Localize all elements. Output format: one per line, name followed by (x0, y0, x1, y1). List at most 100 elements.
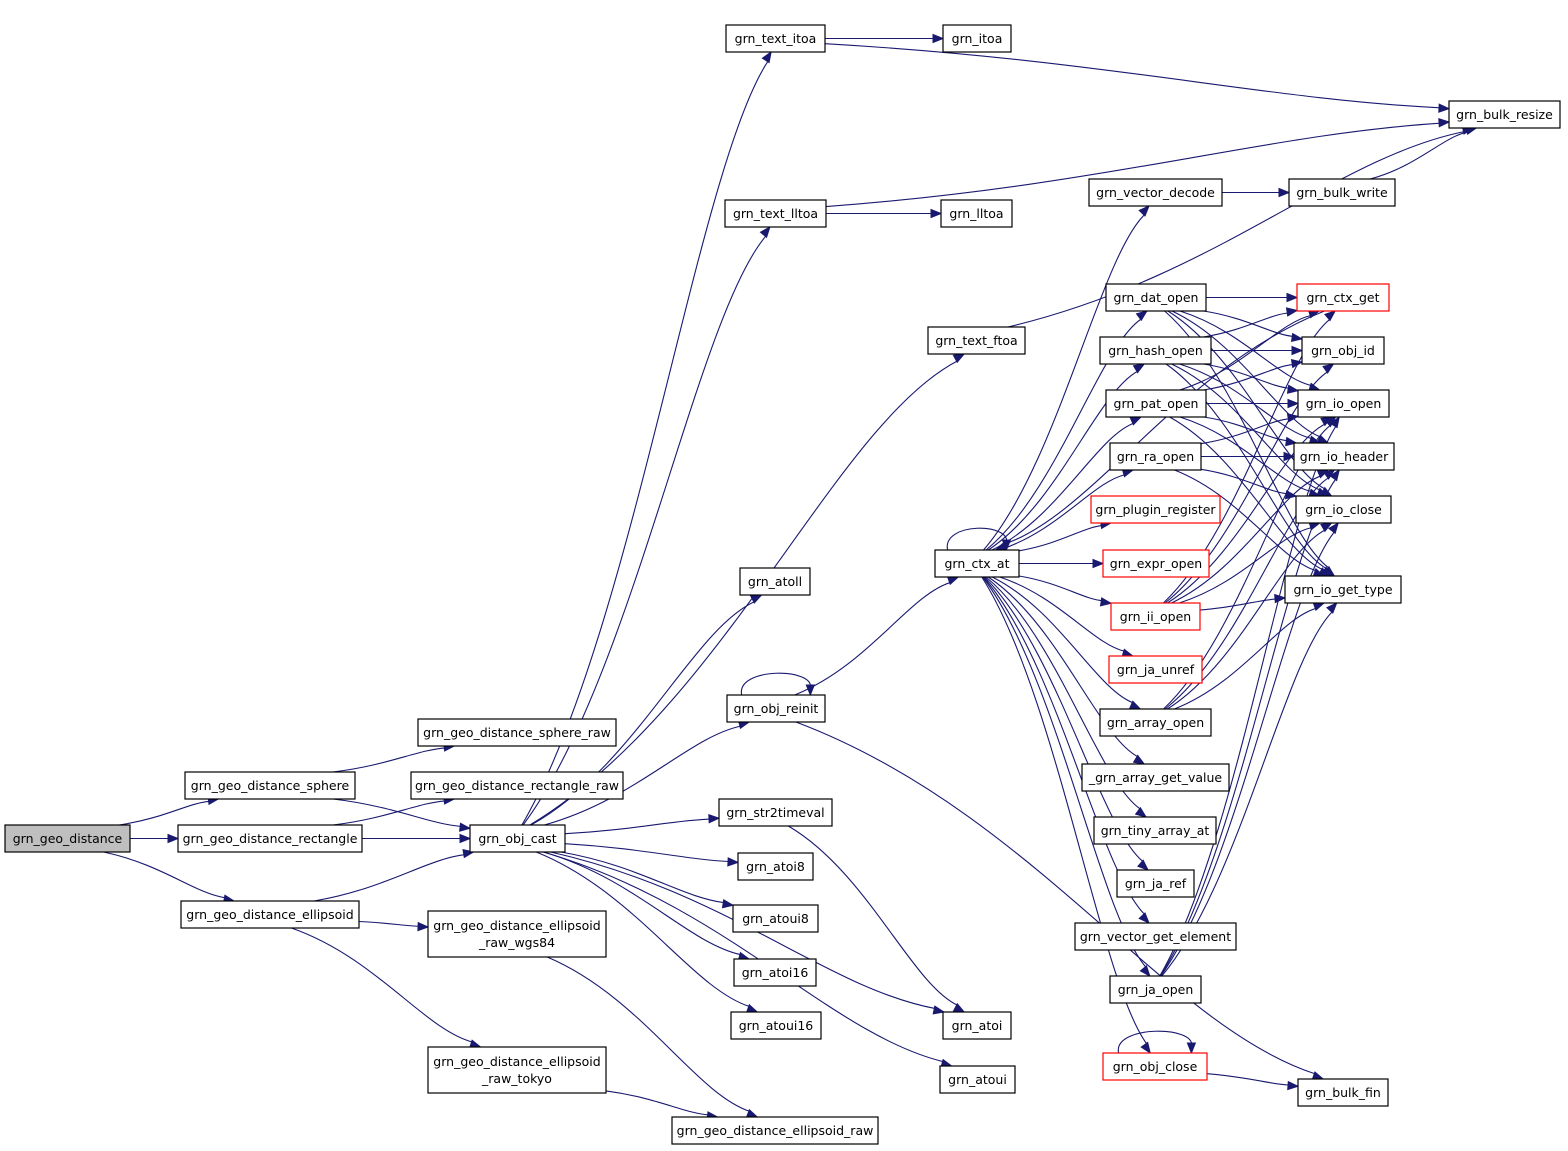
node-grn_obj_id[interactable]: grn_obj_id (1301, 336, 1385, 365)
node-box[interactable] (1108, 655, 1203, 684)
node-grn_geo_distance_sphere_raw[interactable]: grn_geo_distance_sphere_raw (417, 718, 617, 747)
node-box[interactable] (184, 771, 356, 800)
node-box[interactable] (1301, 336, 1385, 365)
node-grn_io_header[interactable]: grn_io_header (1293, 442, 1395, 471)
node-grn_ii_open[interactable]: grn_ii_open (1110, 602, 1201, 631)
node-grn_geo_distance[interactable]: grn_geo_distance (4, 824, 131, 853)
node-grn_geo_distance_ellipsoid_raw_tokyo[interactable]: grn_geo_distance_ellipsoid_raw_tokyo (427, 1046, 607, 1094)
node-box[interactable] (939, 1065, 1016, 1094)
node-grn_array_open[interactable]: grn_array_open (1099, 708, 1212, 737)
node-grn_bulk_write[interactable]: grn_bulk_write (1288, 178, 1396, 207)
node-grn_ctx_at[interactable]: grn_ctx_at (934, 549, 1020, 578)
node-box[interactable] (718, 798, 833, 827)
node-box[interactable] (1110, 602, 1201, 631)
node-grn_atoi16[interactable]: grn_atoi16 (733, 958, 817, 987)
node-box[interactable] (942, 24, 1012, 53)
node-grn_geo_distance_ellipsoid[interactable]: grn_geo_distance_ellipsoid (180, 900, 360, 929)
node-grn_pat_open[interactable]: grn_pat_open (1105, 389, 1207, 418)
node-grn_text_ftoa[interactable]: grn_text_ftoa (927, 326, 1026, 355)
node-box[interactable] (427, 1046, 607, 1094)
node-grn_bulk_fin[interactable]: grn_bulk_fin (1297, 1078, 1389, 1107)
node-box[interactable] (1116, 869, 1195, 898)
node-box[interactable] (1093, 816, 1217, 845)
node-box[interactable] (1109, 975, 1202, 1004)
node-box[interactable] (1297, 1078, 1389, 1107)
node-box[interactable] (671, 1116, 879, 1145)
node-box[interactable] (1099, 336, 1212, 365)
node-box[interactable] (427, 910, 607, 958)
node-grn_ja_open[interactable]: grn_ja_open (1109, 975, 1202, 1004)
node-grn_ja_ref[interactable]: grn_ja_ref (1116, 869, 1195, 898)
node-grn_geo_distance_ellipsoid_raw_wgs84[interactable]: grn_geo_distance_ellipsoid_raw_wgs84 (427, 910, 607, 958)
node-box[interactable] (733, 958, 817, 987)
node-grn_ja_unref[interactable]: grn_ja_unref (1108, 655, 1203, 684)
node-grn_obj_close[interactable]: grn_obj_close (1102, 1052, 1208, 1081)
node-box[interactable] (1074, 922, 1237, 951)
node-box[interactable] (739, 567, 811, 596)
node-grn_tiny_array_at[interactable]: grn_tiny_array_at (1093, 816, 1217, 845)
node-box[interactable] (1099, 708, 1212, 737)
node-grn_io_open[interactable]: grn_io_open (1297, 389, 1390, 418)
node-box[interactable] (410, 771, 624, 800)
node-grn_atoll[interactable]: grn_atoll (739, 567, 811, 596)
node-box[interactable] (1102, 1052, 1208, 1081)
node-grn_dat_open[interactable]: grn_dat_open (1105, 283, 1207, 312)
node-grn_atoui16[interactable]: grn_atoui16 (730, 1011, 822, 1040)
node-box[interactable] (417, 718, 617, 747)
node-grn_lltoa[interactable]: grn_lltoa (940, 199, 1013, 228)
node-grn_geo_distance_ellipsoid_raw[interactable]: grn_geo_distance_ellipsoid_raw (671, 1116, 879, 1145)
node-grn_obj_reinit[interactable]: grn_obj_reinit (726, 694, 826, 723)
node-grn_io_get_type[interactable]: grn_io_get_type (1284, 575, 1402, 604)
node-box[interactable] (1295, 495, 1392, 524)
node-box[interactable] (1448, 100, 1561, 129)
node-grn_text_itoa[interactable]: grn_text_itoa (725, 24, 826, 53)
node-grn_hash_open[interactable]: grn_hash_open (1099, 336, 1212, 365)
node-grn_geo_distance_rectangle_raw[interactable]: grn_geo_distance_rectangle_raw (410, 771, 624, 800)
node-grn_vector_get_element[interactable]: grn_vector_get_element (1074, 922, 1237, 951)
node-box[interactable] (1297, 389, 1390, 418)
node-grn_ra_open[interactable]: grn_ra_open (1109, 442, 1202, 471)
node-box[interactable] (1090, 495, 1221, 524)
node-box[interactable] (1081, 763, 1230, 792)
node-grn_obj_cast[interactable]: grn_obj_cast (469, 824, 566, 853)
node-box[interactable] (732, 904, 819, 933)
node-box[interactable] (726, 694, 826, 723)
node-grn_geo_distance_sphere[interactable]: grn_geo_distance_sphere (184, 771, 356, 800)
node-grn_io_close[interactable]: grn_io_close (1295, 495, 1392, 524)
node-grn_atoi8[interactable]: grn_atoi8 (737, 852, 814, 881)
node-grn_str2timeval[interactable]: grn_str2timeval (718, 798, 833, 827)
node-box[interactable] (934, 549, 1020, 578)
node-box[interactable] (942, 1011, 1012, 1040)
node-grn_text_lltoa[interactable]: grn_text_lltoa (724, 199, 827, 228)
node-grn_itoa[interactable]: grn_itoa (942, 24, 1012, 53)
node-grn_geo_distance_rectangle[interactable]: grn_geo_distance_rectangle (177, 824, 363, 853)
node-box[interactable] (1105, 283, 1207, 312)
node-grn_atoui8[interactable]: grn_atoui8 (732, 904, 819, 933)
node-grn_ctx_get[interactable]: grn_ctx_get (1296, 283, 1390, 312)
node-grn_plugin_register[interactable]: grn_plugin_register (1090, 495, 1221, 524)
node-box[interactable] (725, 24, 826, 53)
node-box[interactable] (1293, 442, 1395, 471)
node-box[interactable] (724, 199, 827, 228)
node-box[interactable] (1296, 283, 1390, 312)
node-box[interactable] (927, 326, 1026, 355)
node-box[interactable] (1284, 575, 1402, 604)
node-grn_bulk_resize[interactable]: grn_bulk_resize (1448, 100, 1561, 129)
node-grn_atoi[interactable]: grn_atoi (942, 1011, 1012, 1040)
node-box[interactable] (469, 824, 566, 853)
node-box[interactable] (4, 824, 131, 853)
node-grn_expr_open[interactable]: grn_expr_open (1102, 549, 1210, 578)
node-box[interactable] (180, 900, 360, 929)
node-grn_atoui[interactable]: grn_atoui (939, 1065, 1016, 1094)
node-box[interactable] (1288, 178, 1396, 207)
node-box[interactable] (1109, 442, 1202, 471)
node-grn_vector_decode[interactable]: grn_vector_decode (1088, 178, 1223, 207)
node-box[interactable] (730, 1011, 822, 1040)
node-box[interactable] (737, 852, 814, 881)
node-_grn_array_get_value[interactable]: _grn_array_get_value (1081, 763, 1230, 792)
node-box[interactable] (940, 199, 1013, 228)
node-box[interactable] (1105, 389, 1207, 418)
node-box[interactable] (177, 824, 363, 853)
node-box[interactable] (1088, 178, 1223, 207)
node-box[interactable] (1102, 549, 1210, 578)
